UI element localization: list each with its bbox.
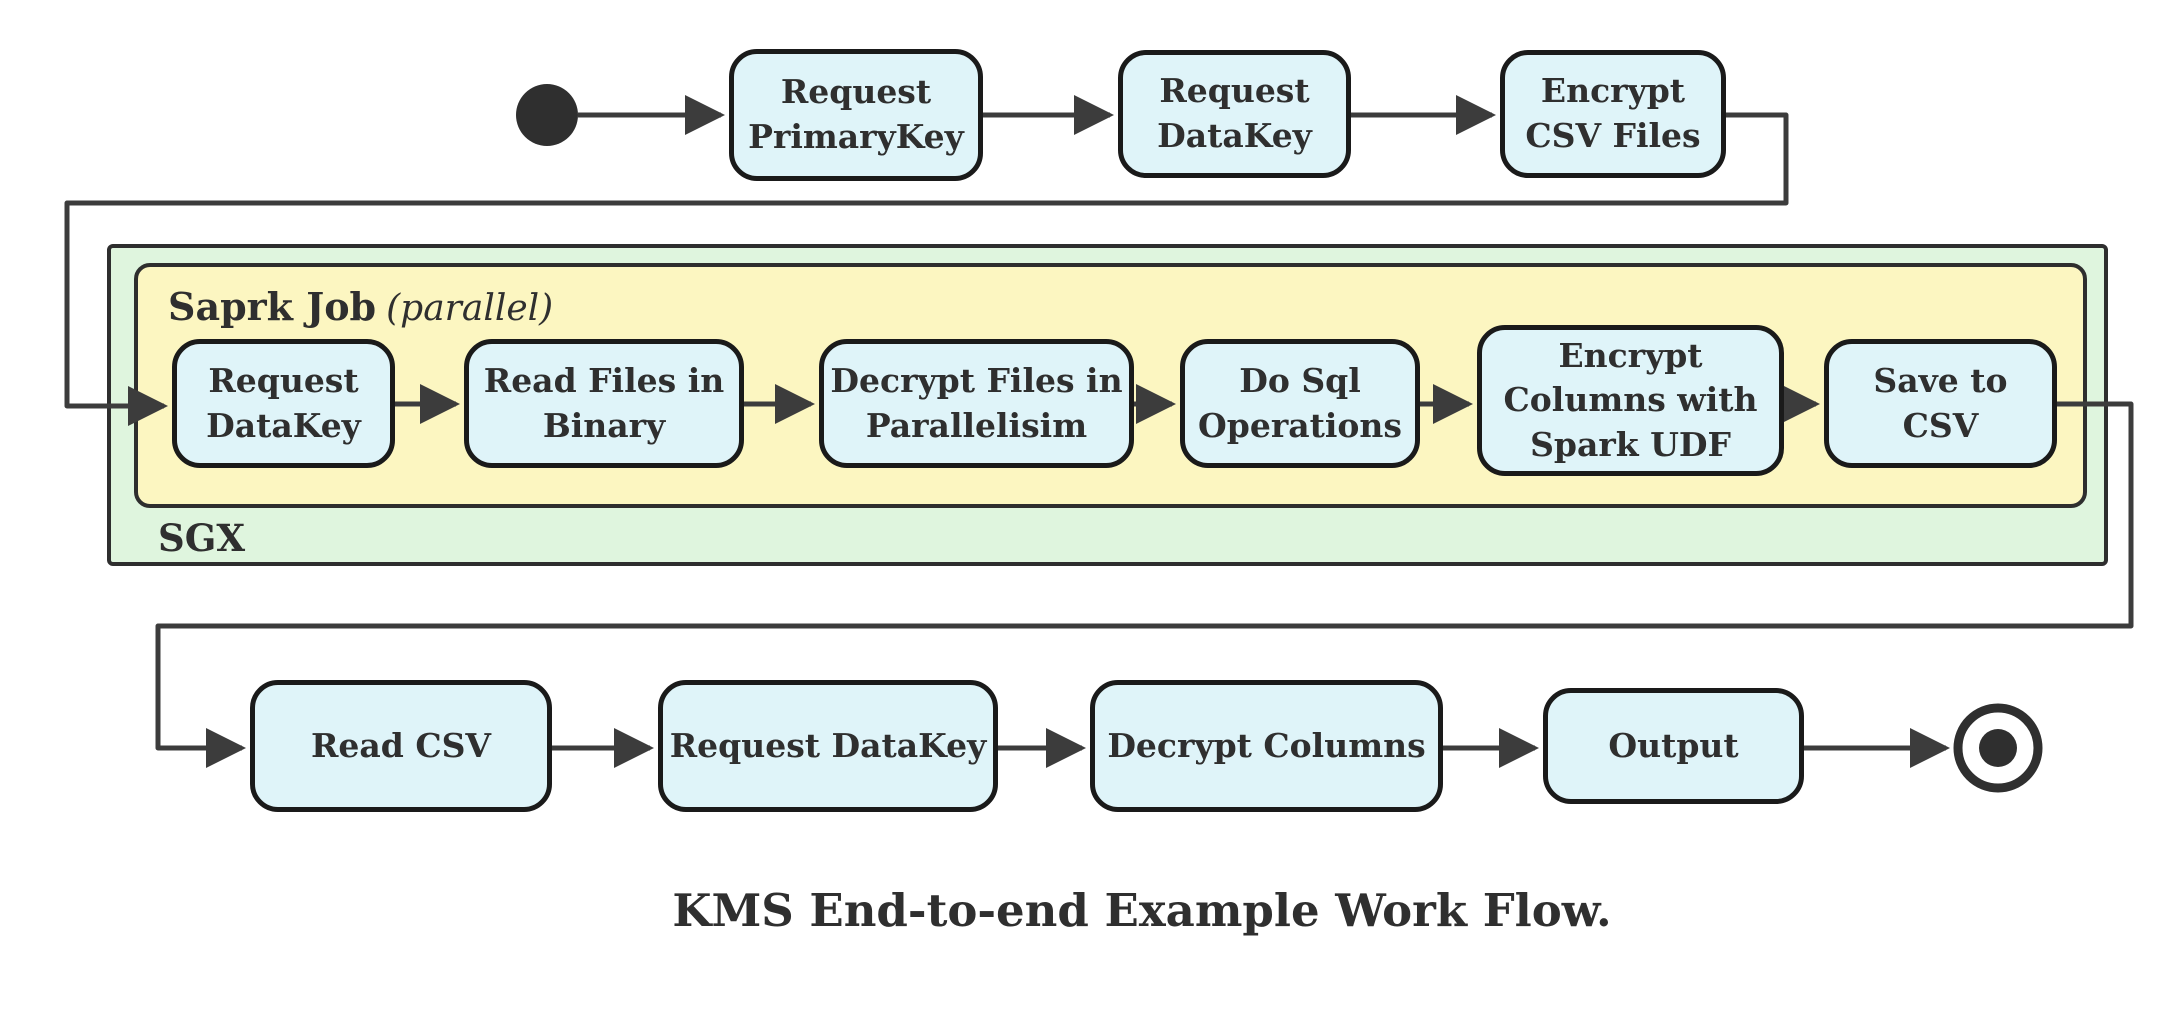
spark-job-parallel-label: (parallel) [386, 288, 554, 329]
node-request-datakey-sgx: Request DataKey [172, 339, 395, 468]
node-output: Output [1543, 688, 1804, 804]
node-encrypt-columns-with-spark-udf: Encrypt Columns with Spark UDF [1477, 325, 1784, 476]
node-encrypt-csv-files: Encrypt CSV Files [1500, 50, 1726, 178]
node-request-datakey-top: Request DataKey [1118, 50, 1351, 178]
node-decrypt-files-in-parallelisim: Decrypt Files in Parallelisim [819, 339, 1134, 468]
edge-save-csv-to-read-csv [155, 401, 2134, 768]
spark-job-label: Saprk Job(parallel) [168, 284, 553, 329]
diagram-caption: KMS End-to-end Example Work Flow. [672, 884, 1612, 937]
node-decrypt-columns: Decrypt Columns [1090, 680, 1443, 812]
node-request-primarykey: Request PrimaryKey [729, 49, 983, 181]
sgx-label: SGX [158, 516, 246, 560]
end-node-icon [1953, 703, 2043, 793]
edge-encrypt-csv-to-sgx-datakey [64, 112, 1789, 426]
node-read-csv: Read CSV [250, 680, 552, 812]
node-do-sql-operations: Do Sql Operations [1180, 339, 1420, 468]
spark-job-label-text: Saprk Job [168, 284, 377, 329]
node-save-to-csv: Save to CSV [1824, 339, 2057, 468]
node-request-datakey-bottom: Request DataKey [658, 680, 998, 812]
node-read-files-in-binary: Read Files in Binary [464, 339, 744, 468]
start-node-icon [516, 84, 578, 146]
